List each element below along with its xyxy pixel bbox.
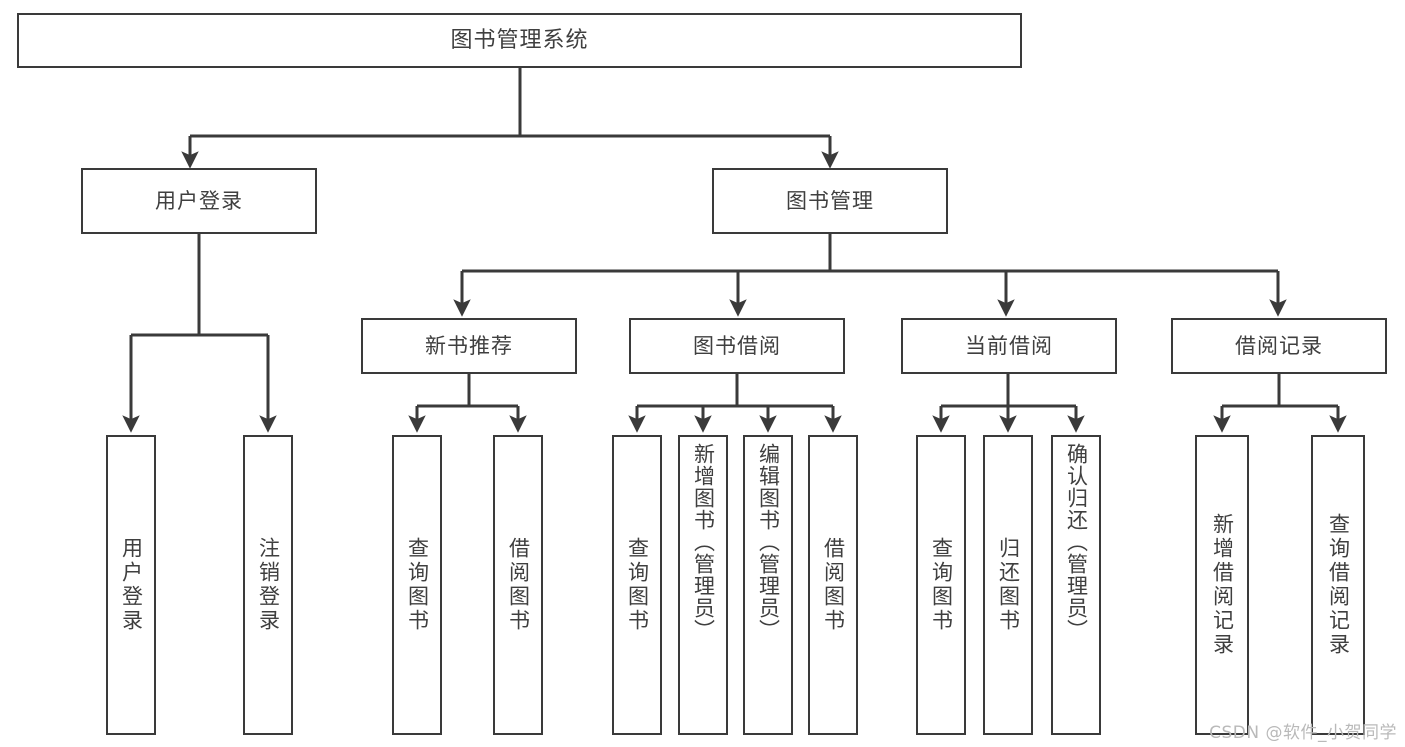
leaf-label: 查询图书 <box>405 537 430 633</box>
leaf-current-borrow-confirm[interactable]: 确认归还（管理员） <box>1051 435 1101 735</box>
leaf-label: 借阅图书 <box>821 537 846 633</box>
leaf-book-borrow-borrow[interactable]: 借阅图书 <box>808 435 858 735</box>
leaf-label: 编辑图书（管理员） <box>756 443 781 641</box>
node-label: 图书管理 <box>786 188 874 213</box>
leaf-current-borrow-return[interactable]: 归还图书 <box>983 435 1033 735</box>
leaf-user-login-logout[interactable]: 注销登录 <box>243 435 293 735</box>
leaf-book-borrow-edit[interactable]: 编辑图书（管理员） <box>743 435 793 735</box>
leaf-book-borrow-query[interactable]: 查询图书 <box>612 435 662 735</box>
node-label: 图书管理系统 <box>450 27 589 53</box>
leaf-book-borrow-add[interactable]: 新增图书（管理员） <box>678 435 728 735</box>
leaf-new-book-borrow[interactable]: 借阅图书 <box>493 435 543 735</box>
leaf-label: 查询借阅记录 <box>1326 513 1351 657</box>
leaf-user-login-login[interactable]: 用户登录 <box>106 435 156 735</box>
node-book-manage[interactable]: 图书管理 <box>712 168 948 234</box>
leaf-current-borrow-query[interactable]: 查询图书 <box>916 435 966 735</box>
leaf-label: 新增图书（管理员） <box>691 443 716 641</box>
node-label: 用户登录 <box>155 188 243 213</box>
leaf-label: 用户登录 <box>119 537 144 633</box>
node-root-system[interactable]: 图书管理系统 <box>17 13 1022 68</box>
leaf-label: 新增借阅记录 <box>1210 513 1235 657</box>
leaf-label: 借阅图书 <box>506 537 531 633</box>
node-book-borrow[interactable]: 图书借阅 <box>629 318 845 374</box>
node-label: 借阅记录 <box>1235 333 1323 358</box>
leaf-label: 查询图书 <box>929 537 954 633</box>
leaf-label: 注销登录 <box>256 537 281 633</box>
leaf-label: 确认归还（管理员） <box>1064 443 1089 641</box>
leaf-label: 归还图书 <box>996 537 1021 633</box>
leaf-new-book-query[interactable]: 查询图书 <box>392 435 442 735</box>
node-user-login[interactable]: 用户登录 <box>81 168 317 234</box>
leaf-label: 查询图书 <box>625 537 650 633</box>
node-label: 新书推荐 <box>425 333 513 358</box>
node-current-borrow[interactable]: 当前借阅 <box>901 318 1117 374</box>
node-label: 图书借阅 <box>693 333 781 358</box>
leaf-borrow-record-add[interactable]: 新增借阅记录 <box>1195 435 1249 735</box>
watermark-text: CSDN @软件_小贺同学 <box>1209 723 1397 743</box>
node-new-book-recommend[interactable]: 新书推荐 <box>361 318 577 374</box>
leaf-borrow-record-query[interactable]: 查询借阅记录 <box>1311 435 1365 735</box>
node-label: 当前借阅 <box>965 333 1053 358</box>
node-borrow-record[interactable]: 借阅记录 <box>1171 318 1387 374</box>
